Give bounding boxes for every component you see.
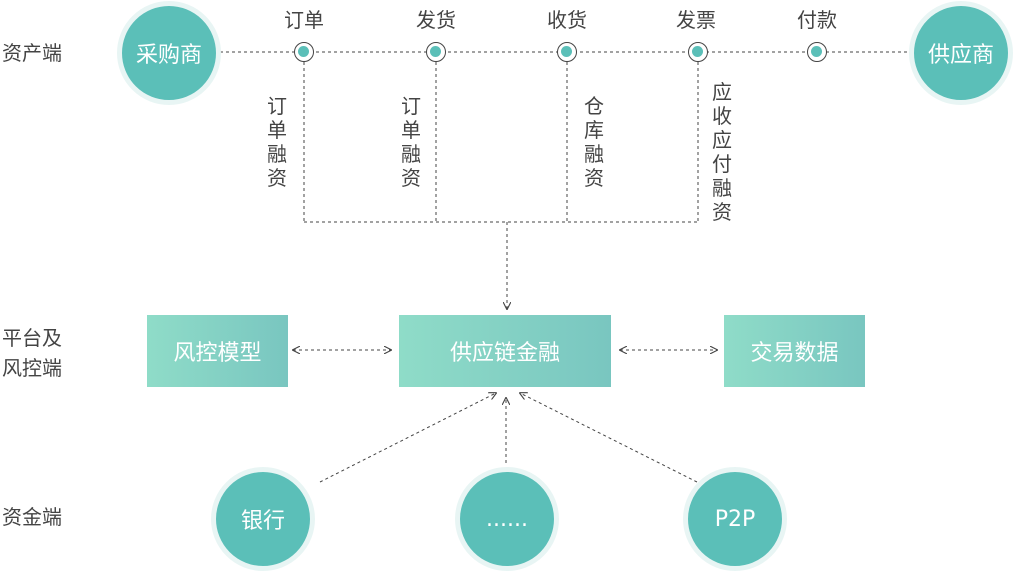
step-label-order: 订单 (284, 8, 324, 32)
row-label-platform-1: 平台及 (2, 326, 62, 350)
supply-chain-finance-box: 供应链金融 (399, 315, 611, 387)
p2p-node: P2P (683, 467, 787, 571)
step-dot-receive (557, 42, 577, 62)
transaction-data-box: 交易数据 (724, 315, 865, 387)
financing-label-3: 仓库融资 (584, 94, 604, 190)
bank-node: 银行 (211, 467, 315, 571)
supplier-node: 供应商 (909, 1, 1013, 105)
bank-arrow (319, 393, 496, 483)
row-label-funding: 资金端 (2, 505, 62, 529)
other-funding-node: ...... (455, 467, 559, 571)
step-label-payment: 付款 (797, 8, 837, 32)
step-label-receive: 收货 (547, 8, 587, 32)
step-dot-invoice (688, 42, 708, 62)
step-label-ship: 发货 (416, 8, 456, 32)
step-dot-payment (807, 42, 827, 62)
financing-label-1: 订单融资 (267, 94, 287, 190)
financing-label-4: 应收应付融资 (712, 80, 732, 224)
financing-label-2: 订单融资 (401, 94, 421, 190)
row-label-platform-2: 风控端 (2, 356, 62, 380)
p2p-arrow (520, 393, 698, 483)
step-dot-order (294, 42, 314, 62)
step-dot-ship (426, 42, 446, 62)
buyer-node: 采购商 (117, 1, 221, 105)
row-label-assets: 资产端 (2, 41, 62, 65)
step-label-invoice: 发票 (676, 8, 716, 32)
risk-model-box: 风控模型 (147, 315, 288, 387)
